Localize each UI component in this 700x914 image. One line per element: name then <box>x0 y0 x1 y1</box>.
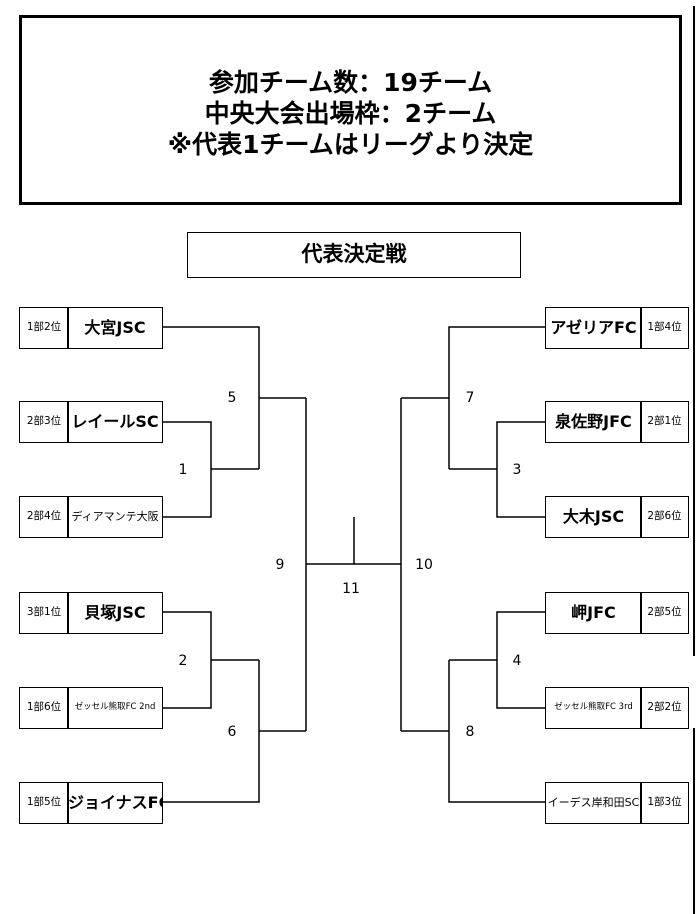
left-team-6: ジョイナスFC <box>67 782 163 824</box>
bracket-line-match-4 <box>449 611 545 709</box>
match-number-7: 7 <box>465 390 475 406</box>
left-team-4: 貝塚JSC <box>67 592 163 634</box>
left-team-1: 大宮JSC <box>67 307 163 349</box>
right-edge-bar-bottom <box>693 728 695 914</box>
right-team-1: アゼリアFC <box>545 307 642 349</box>
right-rank-4: 2部5位 <box>640 592 689 634</box>
left-rank-3: 2部4位 <box>19 496 69 538</box>
central-tournament-slots-line: 中央大会出場枠：2チーム <box>204 99 497 128</box>
bracket-title: 代表決定戦 <box>187 232 521 278</box>
left-rank-5: 1部6位 <box>19 687 69 729</box>
left-rank-6: 1部5位 <box>19 782 69 824</box>
right-rank-1: 1部4位 <box>640 307 689 349</box>
league-representative-note: ※代表1チームはリーグより決定 <box>167 130 534 159</box>
match-number-11: 11 <box>342 581 360 597</box>
match-number-3: 3 <box>512 462 522 478</box>
bracket-line-final <box>353 517 401 565</box>
right-team-6: イーデス岸和田SC <box>545 782 642 824</box>
bracket-line-match-5 <box>163 326 306 469</box>
right-team-5: ゼッセル熊取FC 3rd <box>545 687 642 729</box>
right-rank-2: 2部1位 <box>640 401 689 443</box>
left-rank-4: 3部1位 <box>19 592 69 634</box>
bracket-line-match-2 <box>163 611 259 709</box>
match-number-4: 4 <box>512 653 522 669</box>
left-rank-1: 1部2位 <box>19 307 69 349</box>
match-number-2: 2 <box>178 653 188 669</box>
bracket-line-match-6 <box>163 660 306 803</box>
right-rank-5: 2部2位 <box>640 687 689 729</box>
bracket-line-match-8 <box>401 660 545 803</box>
right-team-2: 泉佐野JFC <box>545 401 642 443</box>
left-team-3: ディアマンテ大阪 <box>67 496 163 538</box>
match-number-9: 9 <box>275 557 285 573</box>
match-number-6: 6 <box>227 724 237 740</box>
right-team-3: 大木JSC <box>545 496 642 538</box>
participating-teams-line: 参加チーム数：19チーム <box>208 68 493 97</box>
info-lines: 参加チーム数：19チーム 中央大会出場枠：2チーム ※代表1チームはリーグより決… <box>22 67 679 160</box>
bracket-line-match-7 <box>401 326 545 469</box>
left-rank-2: 2部3位 <box>19 401 69 443</box>
right-team-4: 岬JFC <box>545 592 642 634</box>
bracket-line-match-3 <box>449 421 545 518</box>
right-edge-bar-top <box>693 6 695 656</box>
right-rank-3: 2部6位 <box>640 496 689 538</box>
match-number-8: 8 <box>465 724 475 740</box>
bracket-line-match-9 <box>305 398 354 731</box>
left-team-5: ゼッセル熊取FC 2nd <box>67 687 163 729</box>
left-team-2: レイールSC <box>67 401 163 443</box>
info-box: 参加チーム数：19チーム 中央大会出場枠：2チーム ※代表1チームはリーグより決… <box>19 15 682 205</box>
match-number-10: 10 <box>415 557 433 573</box>
right-rank-6: 1部3位 <box>640 782 689 824</box>
match-number-1: 1 <box>178 462 188 478</box>
match-number-5: 5 <box>227 390 237 406</box>
bracket-line-match-1 <box>163 421 259 518</box>
